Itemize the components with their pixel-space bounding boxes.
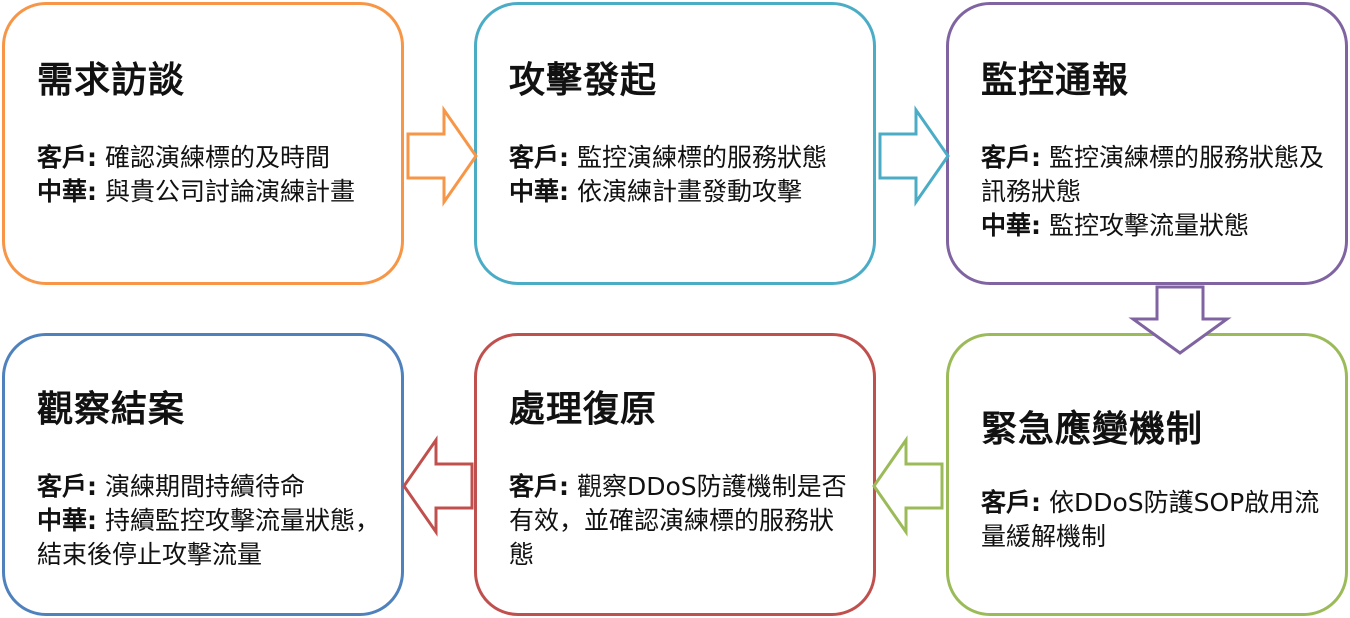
- left-arrow-icon: [872, 435, 944, 537]
- role-label: 客戶:: [37, 472, 97, 501]
- step-box-3: 監控通報 客戶: 監控演練標的服務狀態及訊務狀態 中華: 監控攻擊流量狀態: [946, 2, 1348, 285]
- arrow-shape-4: [872, 435, 944, 537]
- role-text: 確認演練標的及時間: [97, 143, 330, 172]
- step-body: 客戶: 演練期間持續待命 中華: 持續監控攻擊流量狀態，結束後停止攻擊流量: [37, 470, 383, 572]
- step-box-1: 需求訪談 客戶: 確認演練標的及時間 中華: 與貴公司討論演練計畫: [2, 2, 404, 285]
- step-title: 攻擊發起: [509, 60, 658, 101]
- step-box-4: 緊急應變機制 客戶: 依DDoS防護SOP啟用流量緩解機制: [946, 333, 1348, 616]
- role-text: 依演練計畫發動攻擊: [569, 177, 802, 206]
- step-body: 客戶: 監控演練標的服務狀態及訊務狀態 中華: 監控攻擊流量狀態: [981, 141, 1327, 243]
- role-text: 持續監控攻擊流量狀態，結束後停止攻擊流量: [37, 506, 380, 569]
- role-label: 中華:: [37, 177, 97, 206]
- role-label: 客戶:: [981, 143, 1041, 172]
- role-label: 中華:: [509, 177, 569, 206]
- arrow-shape-3: [1128, 285, 1232, 355]
- step-title: 觀察結案: [37, 389, 186, 430]
- arrow-shape-5: [402, 435, 474, 537]
- step-title: 需求訪談: [37, 60, 186, 101]
- step-title: 處理復原: [509, 389, 658, 430]
- role-text: 觀察DDoS防護機制是否有效，並確認演練標的服務狀態: [509, 472, 847, 569]
- role-text: 依DDoS防護SOP啟用流量緩解機制: [981, 488, 1320, 551]
- left-arrow-icon: [402, 435, 474, 537]
- down-arrow-icon: [1128, 285, 1232, 355]
- step-body: 客戶: 依DDoS防護SOP啟用流量緩解機制: [981, 486, 1327, 554]
- step-box-6: 觀察結案 客戶: 演練期間持續待命 中華: 持續監控攻擊流量狀態，結束後停止攻擊…: [2, 333, 404, 616]
- role-text: 與貴公司討論演練計畫: [97, 177, 355, 206]
- role-label: 客戶:: [509, 143, 569, 172]
- role-label: 客戶:: [37, 143, 97, 172]
- role-label: 中華:: [37, 506, 97, 535]
- role-label: 客戶:: [981, 488, 1041, 517]
- step-body: 客戶: 確認演練標的及時間 中華: 與貴公司討論演練計畫: [37, 141, 383, 209]
- role-text: 演練期間持續待命: [97, 472, 305, 501]
- step-body: 客戶: 監控演練標的服務狀態 中華: 依演練計畫發動攻擊: [509, 141, 855, 209]
- role-text: 監控演練標的服務狀態: [569, 143, 827, 172]
- step-body: 客戶: 觀察DDoS防護機制是否有效，並確認演練標的服務狀態: [509, 470, 855, 572]
- role-text: 監控演練標的服務狀態及訊務狀態: [981, 143, 1324, 206]
- step-title: 緊急應變機制: [981, 409, 1204, 450]
- arrow-shape-1: [406, 105, 478, 207]
- step-box-5: 處理復原 客戶: 觀察DDoS防護機制是否有效，並確認演練標的服務狀態: [474, 333, 876, 616]
- arrow-shape-2: [878, 105, 950, 207]
- step-box-2: 攻擊發起 客戶: 監控演練標的服務狀態 中華: 依演練計畫發動攻擊: [474, 2, 876, 285]
- right-arrow-icon: [878, 105, 950, 207]
- role-label: 客戶:: [509, 472, 569, 501]
- role-text: 監控攻擊流量狀態: [1041, 211, 1249, 240]
- right-arrow-icon: [406, 105, 478, 207]
- role-label: 中華:: [981, 211, 1041, 240]
- step-title: 監控通報: [981, 60, 1130, 101]
